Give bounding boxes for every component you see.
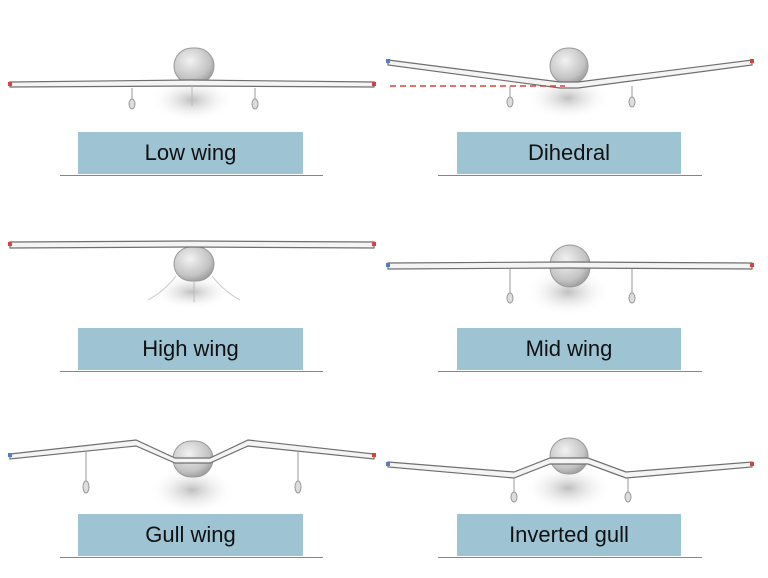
high-wing-aircraft	[8, 240, 376, 310]
baseline-mid-wing	[438, 371, 702, 372]
baseline-low-wing	[60, 175, 323, 176]
low-wing-aircraft	[8, 47, 376, 122]
baseline-gull-wing	[60, 557, 323, 558]
label-inverted-gull: Inverted gull	[457, 514, 681, 556]
gull-wing-aircraft	[8, 439, 376, 514]
label-dihedral: Dihedral	[457, 132, 681, 174]
label-gull-wing: Gull wing	[78, 514, 303, 556]
dihedral-aircraft	[386, 47, 754, 120]
baseline-high-wing	[60, 371, 323, 372]
mid-wing-aircraft	[386, 244, 754, 316]
baseline-inverted-gull	[438, 557, 702, 558]
baseline-dihedral	[438, 175, 702, 176]
label-low-wing: Low wing	[78, 132, 303, 174]
inverted-gull-aircraft	[386, 437, 754, 512]
label-mid-wing: Mid wing	[457, 328, 681, 370]
label-high-wing: High wing	[78, 328, 303, 370]
